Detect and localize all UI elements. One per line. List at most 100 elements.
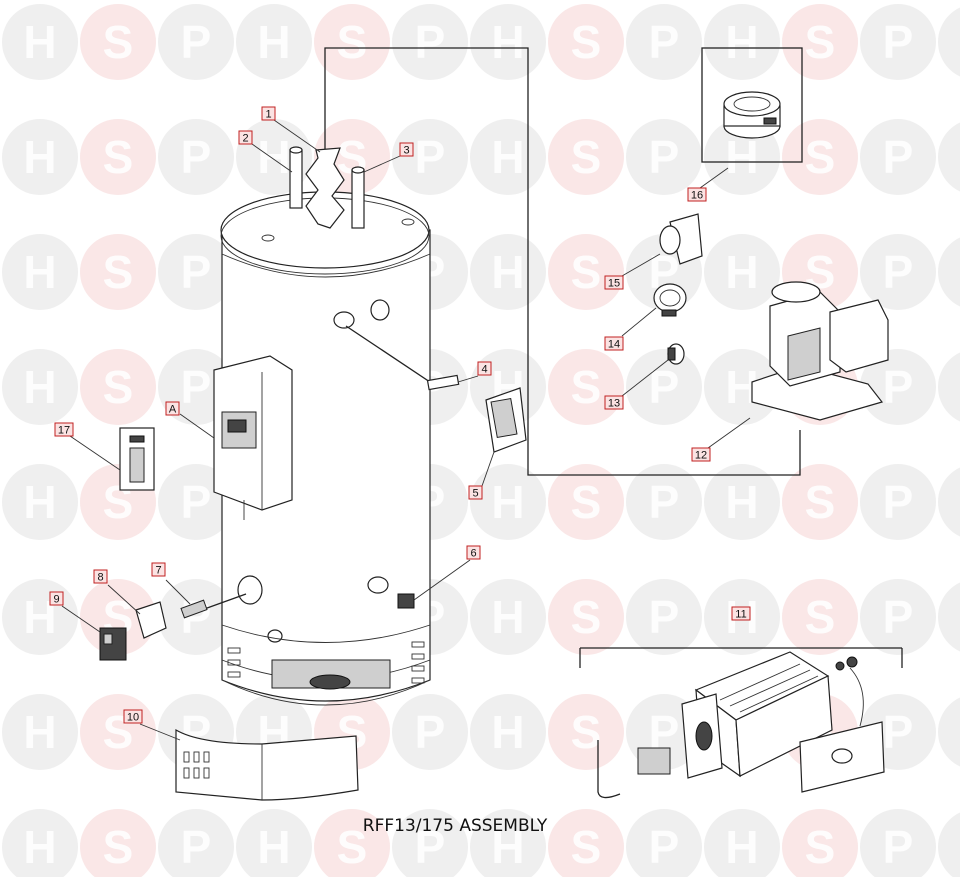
watermark-letter: H — [725, 821, 758, 873]
watermark-circle — [314, 809, 390, 877]
watermark-circle — [782, 579, 858, 655]
watermark-letter: H — [725, 16, 758, 68]
callout-1: 1 — [261, 106, 276, 121]
svg-text:14: 14 — [608, 339, 620, 351]
svg-text:10: 10 — [127, 712, 139, 724]
watermark-letter: P — [415, 16, 446, 68]
watermark-letter: H — [491, 821, 524, 873]
watermark-letter: S — [103, 821, 134, 873]
svg-text:13: 13 — [608, 398, 620, 410]
watermark-circle — [2, 464, 78, 540]
watermark-letter: S — [805, 131, 836, 183]
control-box — [213, 355, 293, 520]
watermark-circle — [548, 694, 624, 770]
watermark-letter: P — [649, 591, 680, 643]
flue-baffle — [305, 147, 345, 229]
watermark-circle — [938, 237, 960, 307]
watermark-circle — [2, 349, 78, 425]
watermark-circle — [860, 809, 936, 877]
svg-text:7: 7 — [155, 565, 161, 577]
watermark-letter: P — [883, 591, 914, 643]
watermark-circle — [548, 809, 624, 877]
watermark-circle — [860, 234, 936, 310]
callout-12: 12 — [691, 447, 711, 462]
watermark-letter: P — [181, 476, 212, 528]
callout-11: 11 — [731, 606, 751, 621]
watermark-letter: P — [883, 16, 914, 68]
watermark-circle — [392, 4, 468, 80]
watermark-letter: P — [415, 131, 446, 183]
watermark-letter: P — [181, 361, 212, 413]
watermark-circle — [860, 4, 936, 80]
watermark-letter: H — [491, 476, 524, 528]
watermark-letter: S — [103, 246, 134, 298]
callout-13: 13 — [604, 395, 624, 410]
watermark-circle — [704, 464, 780, 540]
svg-text:9: 9 — [53, 594, 59, 606]
watermark-circle — [782, 119, 858, 195]
watermark-circle — [938, 697, 960, 767]
watermark-circle — [470, 809, 546, 877]
watermark-letter: P — [415, 706, 446, 758]
watermark-letter: P — [181, 16, 212, 68]
watermark-letter: P — [883, 706, 914, 758]
callout-4: 4 — [477, 361, 492, 376]
watermark-circle — [158, 119, 234, 195]
watermark-circle — [470, 4, 546, 80]
watermark-circle — [2, 234, 78, 310]
callout-7: 7 — [151, 562, 166, 577]
svg-text:8: 8 — [97, 572, 103, 584]
watermark-letter: H — [257, 821, 290, 873]
watermark-circle — [2, 119, 78, 195]
watermark-circle — [626, 579, 702, 655]
watermark-letter: H — [725, 131, 758, 183]
watermark-letter: H — [23, 246, 56, 298]
watermark-circle — [470, 234, 546, 310]
watermark-circle — [314, 4, 390, 80]
watermark-letter: H — [725, 246, 758, 298]
watermark-letter: H — [491, 591, 524, 643]
watermark-circle — [80, 809, 156, 877]
watermark-circle — [470, 464, 546, 540]
watermark-circle — [80, 234, 156, 310]
callout-3: 3 — [399, 142, 414, 157]
inlet-nipple — [289, 146, 303, 209]
drain-valve — [397, 593, 415, 609]
watermark-letter: S — [571, 706, 602, 758]
watermark-circle — [392, 809, 468, 877]
callout-9: 9 — [49, 591, 64, 606]
watermark-letter: H — [23, 361, 56, 413]
watermark-circle — [860, 349, 936, 425]
watermark-letter: H — [23, 131, 56, 183]
watermark-circle — [80, 349, 156, 425]
diagram-caption: RFF13/175 ASSEMBLY — [363, 816, 548, 836]
watermark-circle — [938, 812, 960, 877]
limit-switch — [99, 627, 127, 661]
svg-text:6: 6 — [470, 548, 476, 560]
watermark-letter: H — [491, 246, 524, 298]
watermark-letter: S — [103, 131, 134, 183]
watermark-circle — [548, 464, 624, 540]
callout-8: 8 — [93, 569, 108, 584]
watermark-circle — [392, 119, 468, 195]
watermark-circle — [548, 119, 624, 195]
svg-text:11: 11 — [735, 609, 746, 621]
watermark-circle — [860, 464, 936, 540]
watermark-letter: S — [805, 821, 836, 873]
svg-text:A: A — [169, 404, 177, 416]
callout-A: A — [165, 401, 180, 416]
watermark-circle — [470, 579, 546, 655]
watermark-letter: P — [883, 246, 914, 298]
watermark-circle — [938, 467, 960, 537]
outlet-nipple — [351, 166, 365, 229]
watermark-letter: S — [571, 361, 602, 413]
combustion-blower — [751, 281, 889, 421]
watermark-letter: S — [337, 821, 368, 873]
svg-text:1: 1 — [265, 109, 271, 121]
watermark-letter: H — [23, 706, 56, 758]
watermark-letter: P — [649, 476, 680, 528]
watermark-circle — [2, 809, 78, 877]
watermark-circle — [2, 694, 78, 770]
callout-labels: 1 2 3 4 5 6 7 8 9 10 11 12 13 14 15 16 1… — [49, 106, 751, 724]
